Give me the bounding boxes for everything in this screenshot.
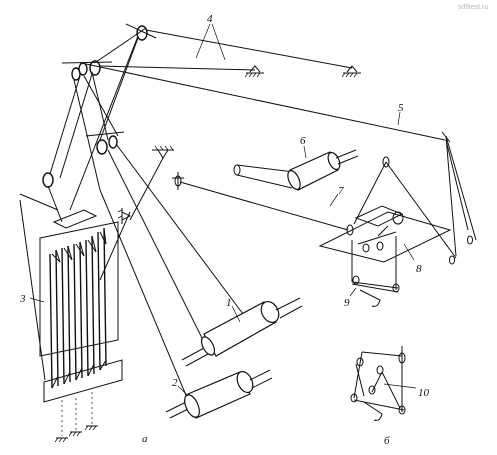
label-9: 9: [344, 297, 350, 309]
pulley-left-upper: [89, 60, 101, 76]
roller-2: 2: [165, 369, 273, 419]
lever-4-lower: [99, 65, 256, 71]
detail-b: 10: [350, 346, 430, 421]
top-pulley: [136, 25, 148, 41]
fulcrum-support: [244, 65, 264, 78]
heald-frames: 3: [19, 185, 123, 443]
watermark-text: sdfitest.ru: [458, 4, 488, 11]
label-view-a: а: [142, 433, 148, 445]
top-plate: [52, 209, 98, 229]
roller-6: 6: [233, 135, 359, 191]
harness-cords: 5: [49, 35, 446, 211]
roller-1: 1: [181, 297, 303, 367]
pulley-lower-left: [42, 172, 54, 188]
central-supports: 7: [99, 143, 349, 401]
label-6: 6: [300, 135, 306, 147]
weights: [54, 392, 98, 443]
label-5: 5: [398, 102, 404, 114]
label-1: 1: [226, 297, 232, 309]
heald-bars: [49, 227, 107, 389]
label-3: 3: [19, 293, 26, 305]
plate-8: [318, 211, 452, 263]
cord-7: [179, 181, 349, 231]
lever-4-upper: [145, 29, 353, 69]
label-8: 8: [416, 263, 422, 275]
label-10: 10: [418, 387, 430, 399]
fulcrum-support: [341, 65, 361, 78]
label-view-b: б: [384, 435, 390, 447]
cord-5: [85, 63, 446, 141]
label-2: 2: [172, 377, 178, 389]
label-4: 4: [207, 13, 213, 25]
pulley-left-small-2: [78, 62, 88, 76]
bottom-bar: [43, 359, 123, 403]
pulley-mid-1: [96, 139, 108, 155]
right-mechanism: 9 8: [318, 131, 477, 309]
pulley-mid-2: [108, 135, 118, 149]
label-7: 7: [338, 185, 344, 197]
